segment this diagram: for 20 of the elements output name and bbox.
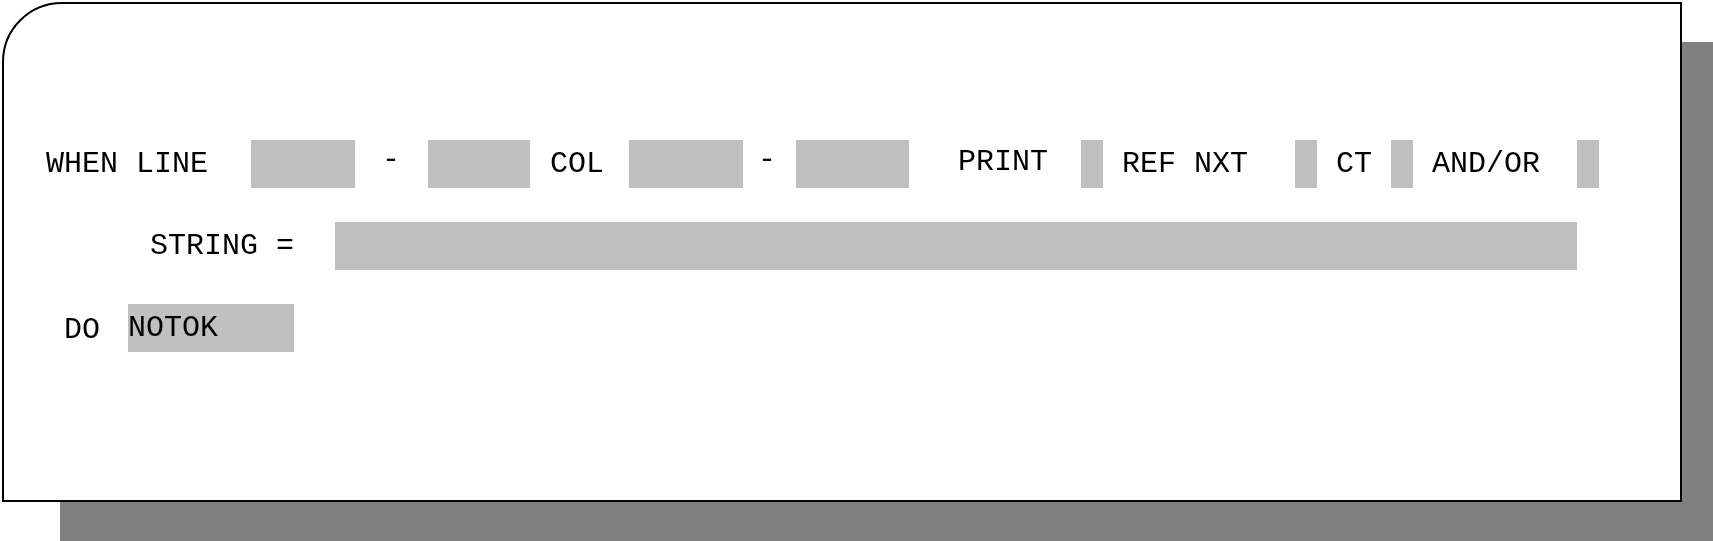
input-field <box>796 140 909 188</box>
input-field <box>1577 140 1599 188</box>
input-field <box>1081 140 1103 188</box>
field-label: DO <box>64 312 100 349</box>
field-label: - <box>758 142 776 179</box>
field-label: PRINT <box>958 144 1048 181</box>
input-field <box>1391 140 1413 188</box>
input-field <box>251 140 355 188</box>
field-label: AND/OR <box>1432 146 1541 183</box>
input-field <box>428 140 530 188</box>
field-label: - <box>382 142 400 179</box>
input-field <box>1295 140 1317 188</box>
input-field <box>629 140 743 188</box>
field-label: REF NXT <box>1122 146 1249 183</box>
input-field: NOTOK <box>128 304 294 352</box>
input-field <box>335 222 1577 270</box>
field-label: STRING = <box>150 228 295 265</box>
field-label: COL <box>550 146 604 183</box>
field-label: WHEN LINE <box>46 146 209 183</box>
field-label: CT <box>1336 146 1372 183</box>
